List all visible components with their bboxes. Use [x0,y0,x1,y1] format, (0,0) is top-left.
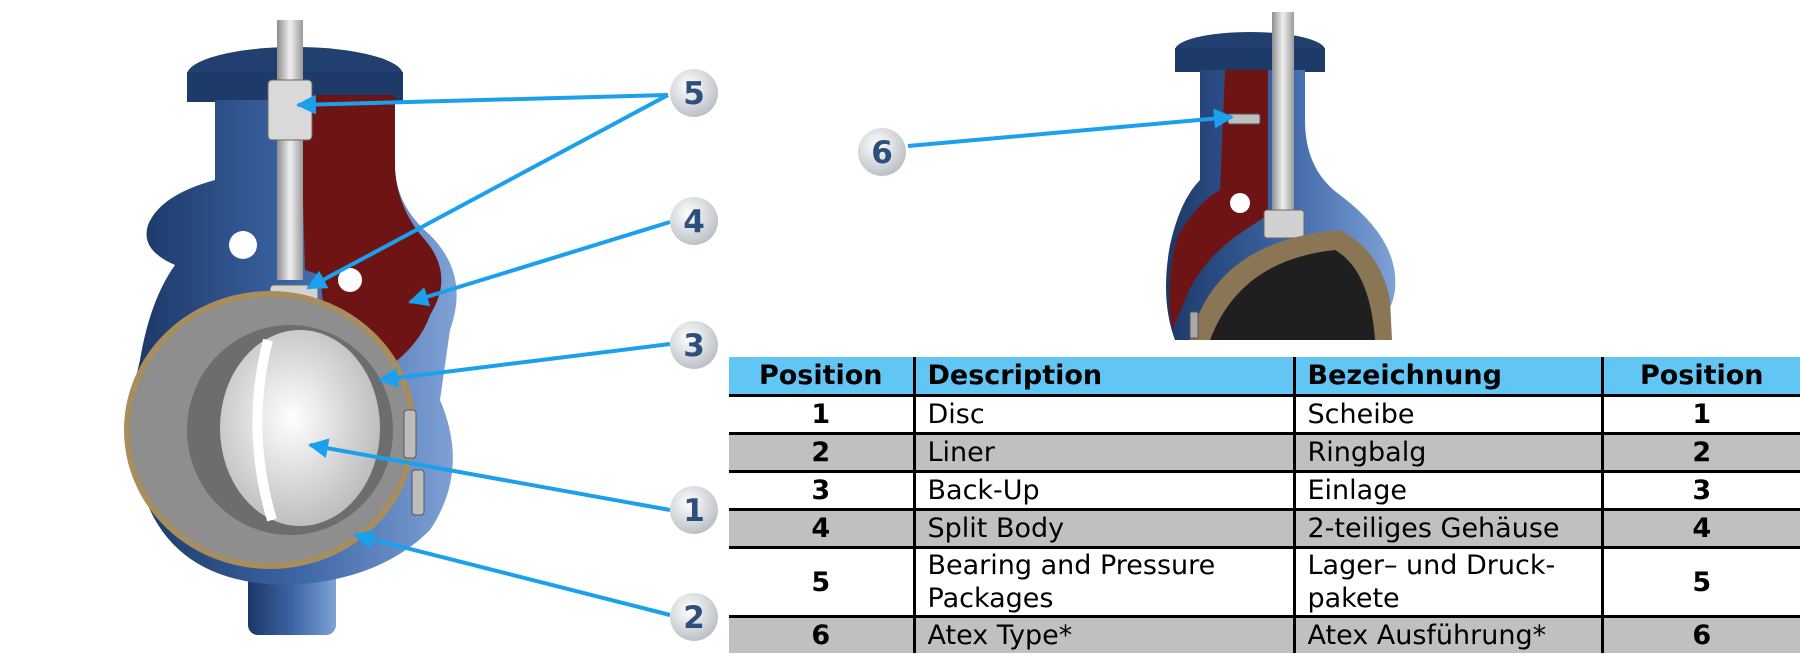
callout-badge-3: 3 [670,321,718,369]
table-row: 1 Disc Scheibe 1 [729,395,1800,434]
row-position: 5 [729,547,916,617]
row-bezeichnung: 2-teiliges Gehäuse [1292,509,1604,548]
row-position: 6 [729,616,916,653]
row-position: 5 [1600,547,1800,617]
header-position-left: Position [729,357,916,396]
arrow-5-bottom [306,93,669,290]
row-position: 4 [1600,509,1800,548]
arrow-4 [408,220,671,307]
callout-label-4: 4 [683,204,705,240]
row-description: Liner [912,433,1296,472]
row-position: 3 [729,471,916,510]
callout-label-1: 1 [683,493,705,529]
row-description: Disc [912,395,1296,434]
atex-valve-detail [1166,12,1396,340]
callout-badge-4: 4 [670,197,718,245]
valve-body-section [300,95,442,370]
butterfly-valve-cutaway [124,20,457,635]
row-description: Back-Up [912,471,1296,510]
row-position: 2 [1600,433,1800,472]
callout-badge-2: 2 [670,593,718,641]
callout-label-5: 5 [683,76,705,112]
table-header-row: Position Description Bezeichnung Positio… [729,357,1800,396]
table-row: 4 Split Body 2-teiliges Gehäuse 4 [729,509,1800,548]
row-description: Split Body [912,509,1296,548]
table-row: 6 Atex Type* Atex Ausführung* 6 [729,616,1800,653]
table-row: 5 Bearing and Pressure Packages Lager– u… [729,547,1800,617]
row-position: 4 [729,509,916,548]
row-description: Atex Type* [912,616,1296,653]
row-position: 3 [1600,471,1800,510]
table-row: 2 Liner Ringbalg 2 [729,433,1800,472]
row-position: 6 [1600,616,1800,653]
row-description: Bearing and Pressure Packages [912,547,1296,617]
arrow-5-top [296,93,669,115]
callout-label-6: 6 [871,135,893,171]
arrow-1 [308,438,671,512]
valve-stem [277,20,303,280]
row-bezeichnung: Einlage [1292,471,1604,510]
callout-badge-6: 6 [858,128,906,176]
row-position: 1 [729,395,916,434]
header-description: Description [912,357,1296,396]
callout-label-3: 3 [683,328,705,364]
header-position-right: Position [1600,357,1800,396]
row-bezeichnung: Ringbalg [1292,433,1604,472]
parts-table: Position Description Bezeichnung Positio… [729,357,1800,653]
row-bezeichnung: Lager– und Druck-pakete [1292,547,1604,617]
row-position: 2 [729,433,916,472]
arrow-3 [378,342,671,388]
arrow-2 [353,529,671,617]
callout-label-2: 2 [683,600,705,636]
header-bezeichnung: Bezeichnung [1292,357,1604,396]
arrow-6 [907,108,1234,148]
callout-badge-5: 5 [670,69,718,117]
table-row: 3 Back-Up Einlage 3 [729,471,1800,510]
row-bezeichnung: Scheibe [1292,395,1604,434]
row-position: 1 [1600,395,1800,434]
valve-disc [220,330,380,526]
row-bezeichnung: Atex Ausführung* [1292,616,1604,653]
callout-badge-1: 1 [670,486,718,534]
callout-arrows [296,93,1234,617]
